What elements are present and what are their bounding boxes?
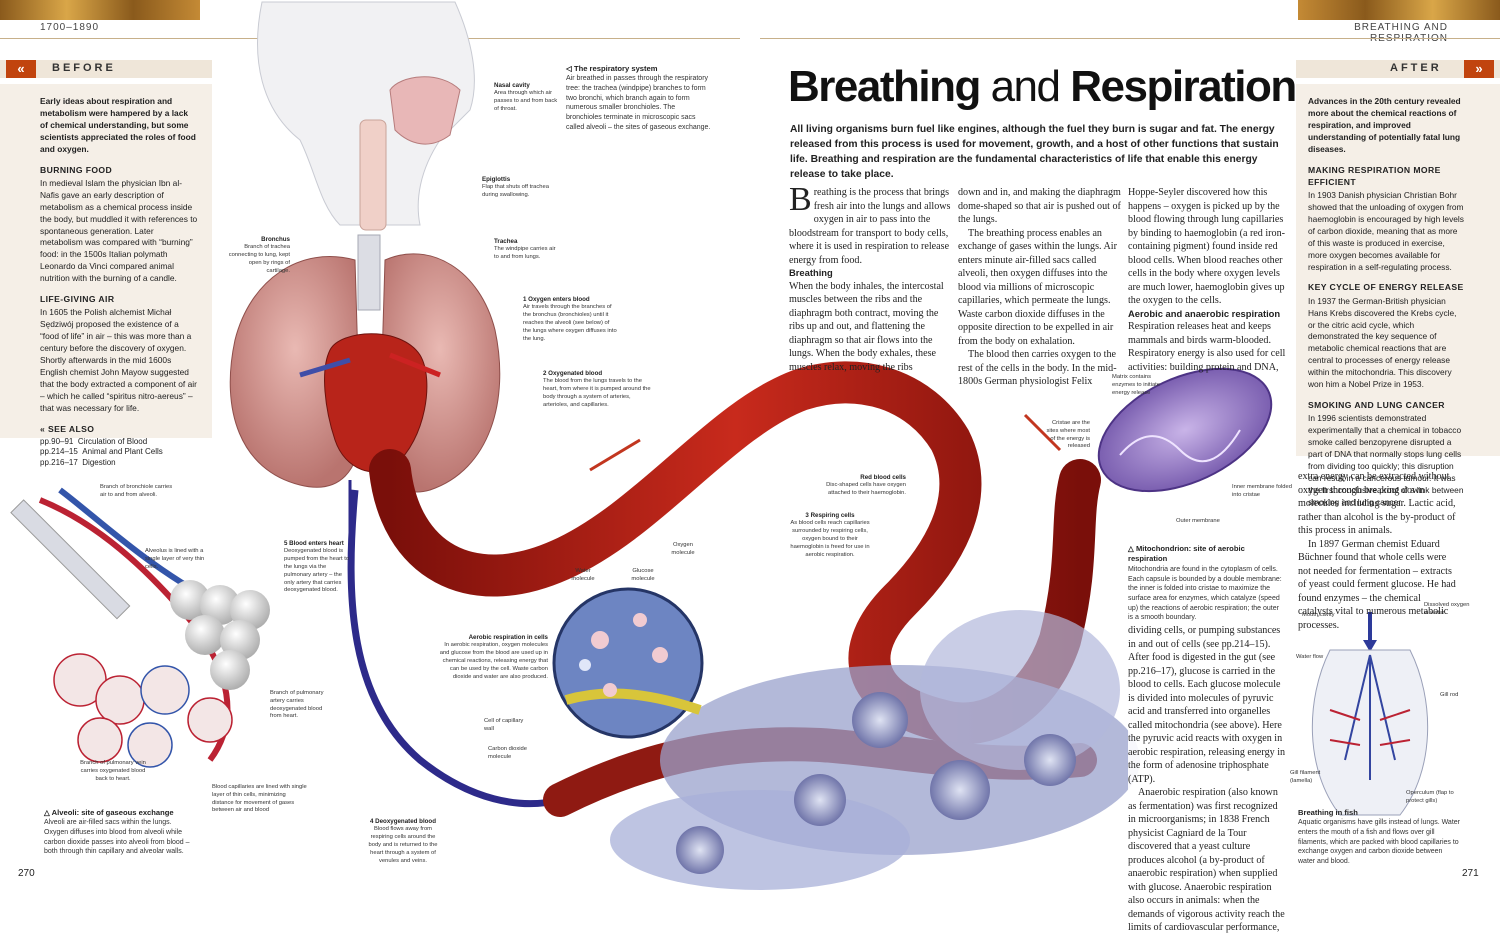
- caption-water-molecule: Water molecule: [571, 568, 595, 582]
- caption-cristae: Cristae are the sites where most of the …: [1046, 420, 1091, 450]
- after-heading-3: SMOKING AND LUNG CANCER: [1308, 400, 1445, 411]
- caption-glucose-molecule: Glucose molecule: [631, 568, 655, 582]
- mitochondrion-illustration: [1097, 367, 1273, 493]
- caption-mitochondrion: △ Mitochondrion: site of aerobic respira…: [1128, 544, 1282, 622]
- cell-bed: [610, 610, 1140, 890]
- header-period: 1700–1890: [40, 22, 100, 33]
- caption-gill-rod: Gill rod: [1440, 692, 1459, 698]
- lead-paragraph: All living organisms burn fuel like engi…: [790, 124, 1279, 181]
- before-heading-2: LIFE-GIVING AIR: [40, 294, 115, 305]
- corner-ornament-left: [0, 0, 200, 20]
- caption-capillaries: Blood capillaries are lined with single …: [212, 784, 307, 814]
- after-text-1: In 1903 Danish physician Christian Bohr …: [1308, 190, 1464, 272]
- chevron-left-icon: «: [6, 60, 36, 78]
- caption-pulmonary-artery: Branch of pulmonary artery carries deoxy…: [270, 690, 324, 720]
- page-number-left: 270: [18, 868, 35, 879]
- caption-alveolus: Alveolus is lined with a single layer of…: [145, 548, 205, 570]
- caption-operculum: Operculum (flap to protect gills): [1406, 790, 1454, 804]
- after-heading-2: KEY CYCLE OF ENERGY RELEASE: [1308, 282, 1464, 293]
- see-also-list: pp.90–91 Circulation of Blood pp.214–15 …: [40, 437, 198, 468]
- body-col-3: Hoppe-Seyler discovered how this happens…: [1128, 186, 1288, 374]
- before-panel: Early ideas about respiration and metabo…: [0, 84, 212, 467]
- after-intro: Advances in the 20th century revealed mo…: [1308, 96, 1461, 154]
- illustration: [10, 1, 1429, 890]
- chevron-right-icon: »: [1464, 60, 1494, 78]
- before-intro: Early ideas about respiration and metabo…: [40, 96, 196, 154]
- see-also-item[interactable]: pp.90–91 Circulation of Blood: [40, 436, 148, 446]
- before-text-1: In medieval Islam the physician Ibn al-N…: [40, 177, 198, 284]
- see-also-heading: « SEE ALSO: [40, 423, 95, 434]
- see-also-item[interactable]: pp.216–17 Digestion: [40, 457, 116, 467]
- head-illustration: [257, 1, 475, 231]
- caption-pulmonary-vein: Branch of pulmonary vein carries oxygena…: [80, 760, 146, 782]
- caption-gill-filament: Gill filament (lamella): [1290, 770, 1321, 784]
- before-text-2: In 1605 the Polish alchemist Michał Sędz…: [40, 307, 197, 413]
- after-text-2: In 1937 the German-British physician Han…: [1308, 295, 1457, 390]
- lungs-illustration: [229, 234, 501, 493]
- after-band: AFTER »: [1296, 60, 1500, 78]
- before-band: « BEFORE: [0, 60, 212, 78]
- alveoli-illustration: [10, 487, 270, 768]
- vein-path: [347, 489, 561, 808]
- fish-gill-illustration: [1311, 612, 1429, 816]
- caption-oxygen-molecule: Oxygen molecule: [671, 542, 695, 556]
- after-text-3: In 1996 scientists demonstrated experime…: [1308, 413, 1464, 507]
- aerobic-inset: [552, 587, 704, 739]
- header-rule-right: [760, 38, 1500, 39]
- caption-outer-membrane: Outer membrane: [1176, 518, 1220, 524]
- after-heading-1: MAKING RESPIRATION MORE EFFICIENT: [1308, 164, 1441, 187]
- caption-water-flow: Water flow: [1296, 654, 1324, 660]
- subheading-aerobic: Aerobic and anaerobic respiration: [1128, 307, 1281, 319]
- page-number-right: 271: [1462, 868, 1479, 879]
- arrow-red: [589, 438, 641, 472]
- corner-ornament-right: [1298, 0, 1500, 20]
- see-also-item[interactable]: pp.214–15 Animal and Plant Cells: [40, 447, 163, 457]
- caption-carbon-dioxide: Carbon dioxide molecule: [488, 746, 527, 760]
- caption-bronchiole: Branch of bronchiole carries air to and …: [100, 484, 173, 498]
- after-panel: Advances in the 20th century revealed mo…: [1296, 84, 1500, 507]
- caption-cell-capillary-wall: Cell of capillary wall: [484, 718, 524, 732]
- caption-dissolved-oxygen: Dissolved oxygen in water: [1424, 602, 1470, 616]
- before-label: BEFORE: [52, 62, 116, 74]
- page-title: Breathing and Respiration: [788, 62, 1297, 111]
- drop-cap: B: [789, 181, 812, 218]
- caption-matrix: Matrix contains enzymes to initiate ener…: [1112, 374, 1161, 396]
- body-col-4: dividing cells, or pumping substances in…: [1128, 624, 1288, 935]
- body-col-5: extra energy can be extracted without ox…: [1298, 471, 1456, 631]
- caption-mouth-cavity: Mouth cavity: [1302, 612, 1335, 618]
- arrow-red: [1023, 413, 1062, 452]
- caption-inner-membrane: Inner membrane folded into cristae: [1232, 484, 1292, 498]
- after-label: AFTER: [1390, 62, 1442, 74]
- body-col-2: down and in, and making the diaphragm do…: [958, 187, 1121, 388]
- before-heading-1: BURNING FOOD: [40, 164, 113, 175]
- subheading-breathing: Breathing: [789, 267, 833, 279]
